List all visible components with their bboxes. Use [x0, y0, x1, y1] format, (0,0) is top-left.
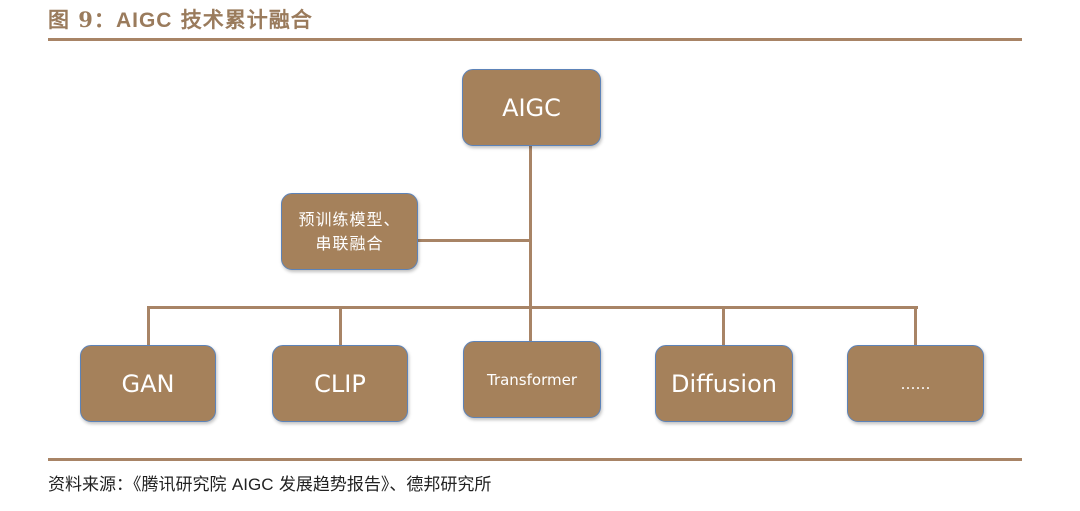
node-diffusion-label: Diffusion	[671, 369, 777, 398]
node-gan-label: GAN	[121, 369, 175, 398]
connector-transformer	[529, 306, 532, 342]
source-en: AIGC	[231, 475, 274, 494]
node-more-label: ……	[900, 374, 931, 393]
node-gan: GAN	[80, 345, 216, 422]
connector-children-bus	[147, 306, 918, 309]
connector-clip	[339, 306, 342, 346]
figure-title-cn: 技术累计融合	[180, 7, 313, 32]
node-aigc: AIGC	[462, 69, 601, 146]
source-suffix: 发展趋势报告》、德邦研究所	[278, 475, 492, 495]
node-transformer: Transformer	[463, 341, 601, 418]
figure-title: 图 9：AIGC 技术累计融合	[48, 4, 313, 34]
bottom-divider	[48, 458, 1022, 461]
node-diffusion: Diffusion	[655, 345, 793, 422]
figure-label: 图 9：	[48, 7, 116, 32]
node-transformer-label: Transformer	[486, 370, 577, 389]
figure-title-en: AIGC	[115, 9, 173, 32]
connector-side-branch	[417, 239, 531, 242]
connector-diffusion	[722, 306, 725, 346]
node-pretrained-line1: 预训练模型、	[298, 209, 401, 229]
node-aigc-label: AIGC	[502, 93, 561, 122]
node-clip: CLIP	[272, 345, 408, 422]
node-pretrained-fusion: 预训练模型、 串联融合	[281, 193, 418, 270]
source-note: 资料来源：《腾讯研究院 AIGC 发展趋势报告》、德邦研究所	[48, 470, 491, 495]
connector-gan	[147, 306, 150, 346]
source-prefix: 资料来源：《腾讯研究院	[48, 475, 227, 495]
node-more: ……	[847, 345, 984, 422]
node-pretrained-line2: 串联融合	[315, 233, 384, 253]
top-divider	[48, 38, 1022, 41]
connector-root-trunk	[529, 145, 532, 308]
connector-more	[914, 306, 917, 346]
node-clip-label: CLIP	[314, 369, 366, 398]
